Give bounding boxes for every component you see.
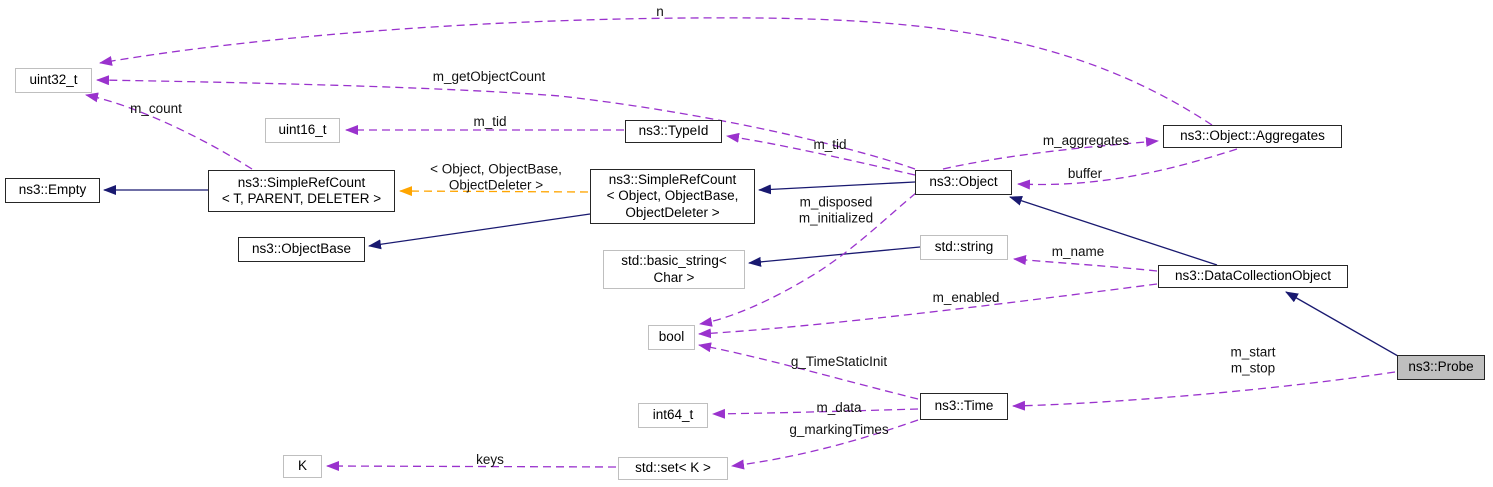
edge-string-to-basicstring <box>748 246 921 267</box>
node-ns3-time[interactable]: ns3::Time <box>920 393 1008 420</box>
edge-simplerefcountobj-to-objectbase <box>368 213 591 250</box>
edge-probe-to-dco <box>1285 291 1399 357</box>
edge-m-enabled <box>698 283 1158 339</box>
edge-m-getobjectcount <box>96 75 916 170</box>
node-ns3-empty[interactable]: ns3::Empty <box>5 178 100 203</box>
node-ns3-simplerefcount-generic[interactable]: ns3::SimpleRefCount < T, PARENT, DELETER… <box>208 170 395 212</box>
node-std-set-k[interactable]: std::set< K > <box>618 457 728 480</box>
node-ns3-probe: ns3::Probe <box>1397 355 1485 380</box>
node-ns3-typeid[interactable]: ns3::TypeId <box>625 120 722 143</box>
edge-m-count <box>85 92 253 170</box>
node-ns3-objectbase[interactable]: ns3::ObjectBase <box>238 237 365 262</box>
edge-m-disposed-initialized <box>699 192 917 327</box>
node-uint32-t[interactable]: uint32_t <box>15 68 92 93</box>
node-bool[interactable]: bool <box>648 325 695 350</box>
edge-n <box>99 17 1213 126</box>
node-ns3-simplerefcount-object[interactable]: ns3::SimpleRefCount < Object, ObjectBase… <box>590 169 755 224</box>
edge-object-to-simplerefcountobj <box>758 181 916 195</box>
edge-keys <box>326 461 617 472</box>
edge-m-tid-object-typeid <box>726 132 916 176</box>
edge-g-markingtimes <box>731 419 919 470</box>
node-int64-t[interactable]: int64_t <box>638 403 708 428</box>
node-ns3-object-aggregates[interactable]: ns3::Object::Aggregates <box>1163 125 1342 148</box>
edge-template-instantiation <box>399 186 589 197</box>
edge-buffer <box>1017 148 1238 190</box>
node-ns3-object[interactable]: ns3::Object <box>915 170 1012 195</box>
node-std-string[interactable]: std::string <box>920 235 1008 260</box>
edge-m-aggregates <box>942 136 1159 170</box>
node-k[interactable]: K <box>283 455 322 478</box>
edge-g-timestaticinit <box>698 342 919 400</box>
node-std-basic-string[interactable]: std::basic_string< Char > <box>603 250 745 289</box>
edge-m-start-stop <box>1012 371 1396 411</box>
edge-m-data <box>712 408 919 419</box>
node-ns3-datacollectionobject[interactable]: ns3::DataCollectionObject <box>1158 265 1348 288</box>
node-uint16-t[interactable]: uint16_t <box>265 118 340 143</box>
edge-dco-to-object <box>1009 195 1218 266</box>
edge-m-name <box>1013 255 1158 272</box>
